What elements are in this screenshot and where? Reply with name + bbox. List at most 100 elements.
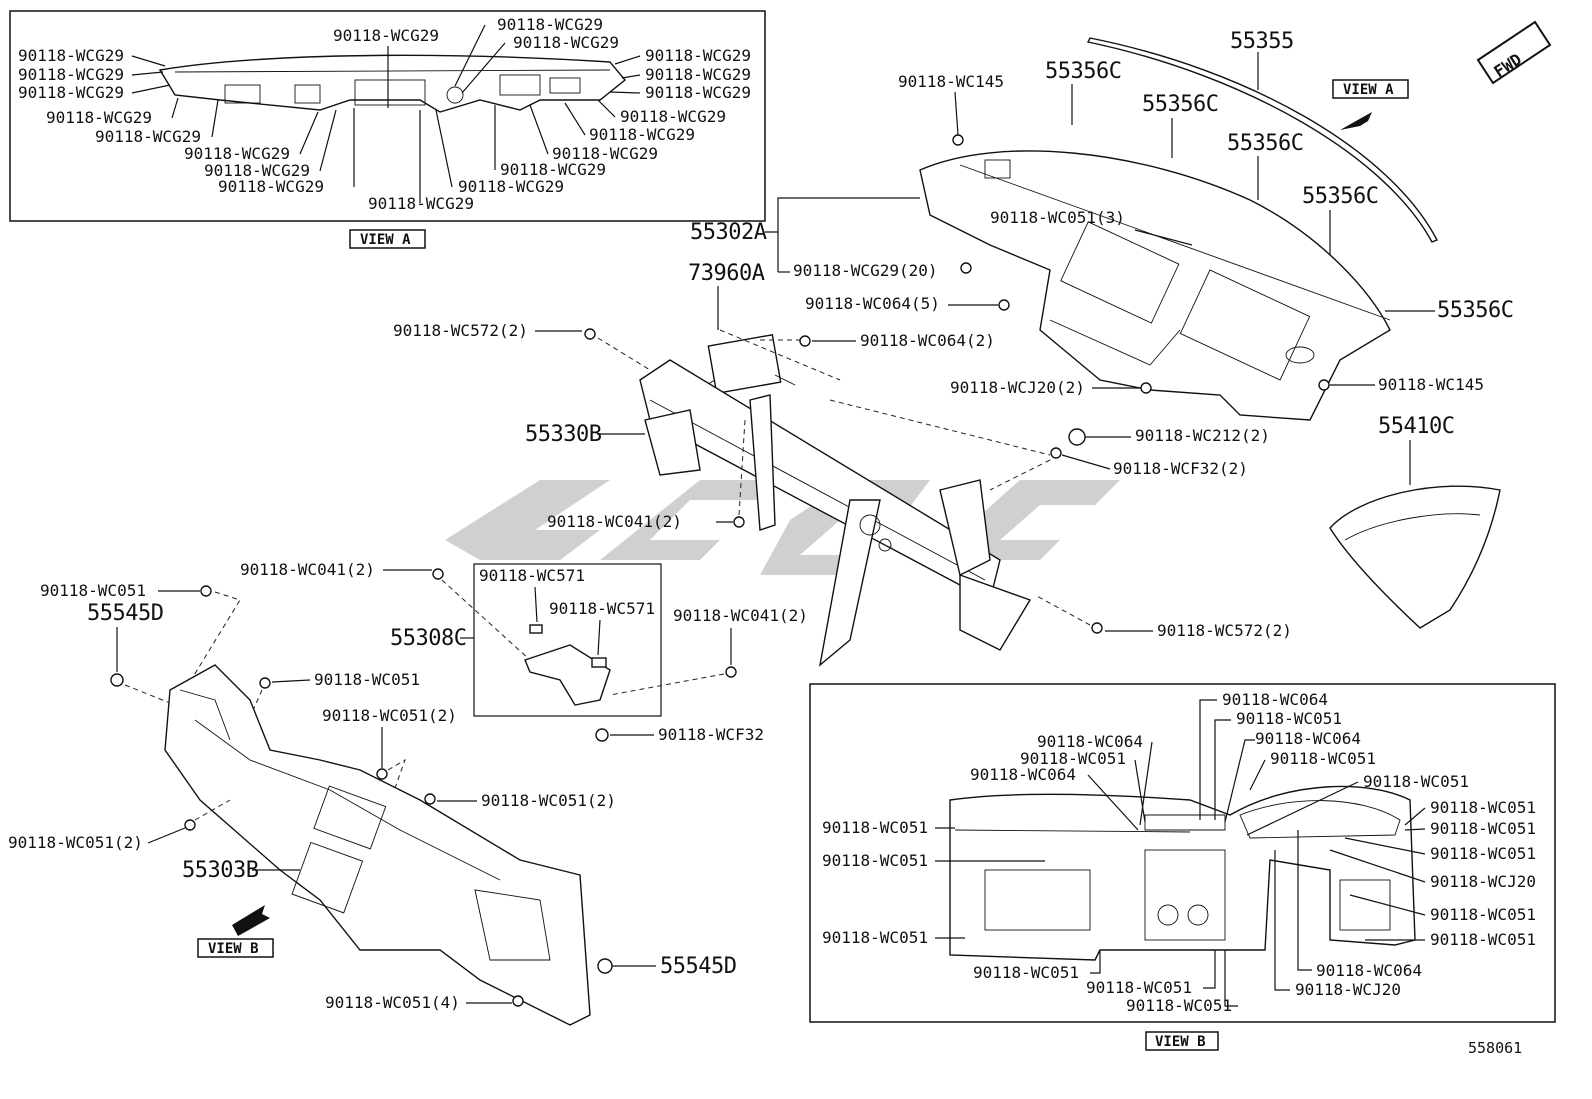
- label-b10: 90118-WC051: [1430, 798, 1536, 817]
- part-55355-molding: [1086, 37, 1438, 243]
- label-wc145-top: 90118-WC145: [898, 72, 1004, 91]
- label-b20: 90118-WCJ20: [1295, 980, 1401, 999]
- view-a-dashboard-drawing: [158, 54, 626, 113]
- bolt-icon: [725, 666, 737, 678]
- label-a6: 90118-WCG29: [184, 144, 290, 163]
- bracket-detail-box: [473, 563, 662, 717]
- label-a17: 90118-WCG29: [620, 107, 726, 126]
- bolt-icon: [200, 585, 212, 597]
- view-a-detail-box: [9, 10, 766, 222]
- diagram-number: 558061: [1468, 1039, 1522, 1057]
- bolt-icon: [1140, 382, 1152, 394]
- label-wc051-4: 90118-WC051(4): [325, 993, 460, 1012]
- label-wc145-right: 90118-WC145: [1378, 375, 1484, 394]
- view-a-reference-text: VIEW A: [1343, 82, 1394, 98]
- bolt-icon: [584, 328, 596, 340]
- label-wc064-2: 90118-WC064(2): [860, 331, 995, 350]
- label-a1: 90118-WCG29: [18, 46, 124, 65]
- part-55330b-reinforcement: [639, 359, 1032, 667]
- label-b9: 90118-WC051: [822, 818, 928, 837]
- view-a-leader-lines: [131, 24, 641, 203]
- part-55356c-1: 55356C: [1045, 59, 1121, 84]
- label-b19: 90118-WC064: [1316, 961, 1422, 980]
- bolt-icon: [376, 768, 388, 780]
- view-b-labels: 90118-WC064 90118-WC051 90118-WC064 9011…: [822, 690, 1536, 1015]
- label-b11: 90118-WC051: [1430, 819, 1536, 838]
- label-b8: 90118-WC051: [1363, 772, 1469, 791]
- part-55545d-bottom: 55545D: [660, 954, 736, 979]
- label-b5: 90118-WC051: [1020, 749, 1126, 768]
- label-b14: 90118-WC051: [822, 928, 928, 947]
- bolt-icon: [799, 335, 811, 347]
- label-a10: 90118-WCG29: [368, 194, 474, 213]
- label-a15: 90118-WCG29: [500, 160, 606, 179]
- bolt-icon: [259, 677, 271, 689]
- part-55545d-left: 55545D: [87, 601, 163, 626]
- view-a-reference: VIEW A: [1332, 79, 1409, 130]
- label-wc051-left-mid: 90118-WC051: [314, 670, 420, 689]
- label-wcg29-20: 90118-WCG29(20): [793, 261, 938, 280]
- label-a3: 90118-WCG29: [18, 83, 124, 102]
- label-b12: 90118-WC051: [822, 851, 928, 870]
- view-b-detail-box: [809, 683, 1556, 1023]
- bolt-icon: [1318, 379, 1330, 391]
- label-wc064-5: 90118-WC064(5): [805, 294, 940, 313]
- label-b1: 90118-WC064: [1222, 690, 1328, 709]
- label-a16: 90118-WCG29: [589, 125, 695, 144]
- label-wc051-2-left: 90118-WC051(2): [8, 833, 143, 852]
- label-b13: 90118-WC051: [1430, 844, 1536, 863]
- clip-icon: [960, 262, 972, 274]
- view-b-leader-lines: [935, 699, 1426, 1007]
- view-a-caption-text: VIEW A: [360, 232, 411, 248]
- label-b16: 90118-WC051: [1430, 905, 1536, 924]
- part-55356c-2: 55356C: [1142, 92, 1218, 117]
- view-a-arrow-icon: [1340, 112, 1372, 130]
- view-b-dashboard-drawing: [949, 785, 1416, 961]
- part-55356c-5: 55356C: [1437, 298, 1513, 323]
- bolt-icon: [733, 516, 745, 528]
- part-55303b: 55303B: [182, 858, 259, 883]
- view-a-caption: VIEW A: [349, 229, 426, 249]
- label-wc212-2: 90118-WC212(2): [1135, 426, 1270, 445]
- view-b-arrow-icon: [232, 905, 270, 936]
- label-wc572-2-bottom: 90118-WC572(2): [1157, 621, 1292, 640]
- label-a20: 90118-WCG29: [645, 83, 751, 102]
- label-wcj20-2: 90118-WCJ20(2): [950, 378, 1085, 397]
- nut-icon: [1068, 428, 1086, 446]
- clip-icon: [595, 728, 609, 742]
- label-b22: 90118-WC051: [1126, 996, 1232, 1015]
- label-wc041-2-right: 90118-WC041(2): [673, 606, 808, 625]
- label-b2: 90118-WC051: [1236, 709, 1342, 728]
- label-wc051-top-left: 90118-WC051: [40, 581, 146, 600]
- label-wc571-a: 90118-WC571: [479, 566, 585, 585]
- label-b7: 90118-WC064: [970, 765, 1076, 784]
- fwd-arrow-icon: FWD: [1476, 20, 1552, 85]
- label-a18: 90118-WCG29: [645, 46, 751, 65]
- label-b15: 90118-WCJ20: [1430, 872, 1536, 891]
- label-b18: 90118-WC051: [973, 963, 1079, 982]
- part-55355: 55355: [1230, 29, 1294, 54]
- label-b3: 90118-WC064: [1037, 732, 1143, 751]
- label-wc571-b: 90118-WC571: [549, 599, 655, 618]
- clip-icon: [597, 958, 613, 974]
- label-a19: 90118-WCG29: [645, 65, 751, 84]
- view-b-reference: VIEW B: [197, 938, 274, 958]
- view-b-caption-text: VIEW B: [1155, 1034, 1206, 1050]
- label-b17: 90118-WC051: [1430, 930, 1536, 949]
- part-55302a: 55302A: [690, 220, 767, 245]
- bolt-icon: [184, 819, 196, 831]
- bolt-icon: [512, 995, 524, 1007]
- label-b4: 90118-WC064: [1255, 729, 1361, 748]
- bolt-icon: [952, 134, 964, 146]
- view-a-labels: 90118-WCG29 90118-WCG29 90118-WCG29 9011…: [18, 15, 751, 213]
- label-a5: 90118-WCG29: [95, 127, 201, 146]
- label-wc572-2-top: 90118-WC572(2): [393, 321, 528, 340]
- label-wcf32-2: 90118-WCF32(2): [1113, 459, 1248, 478]
- clip-icon: [110, 673, 124, 687]
- label-a2: 90118-WCG29: [18, 65, 124, 84]
- bolt-icon: [998, 299, 1010, 311]
- part-55410c: 55410C: [1378, 414, 1454, 439]
- label-b21: 90118-WC051: [1086, 978, 1192, 997]
- view-b-caption: VIEW B: [1145, 1031, 1219, 1051]
